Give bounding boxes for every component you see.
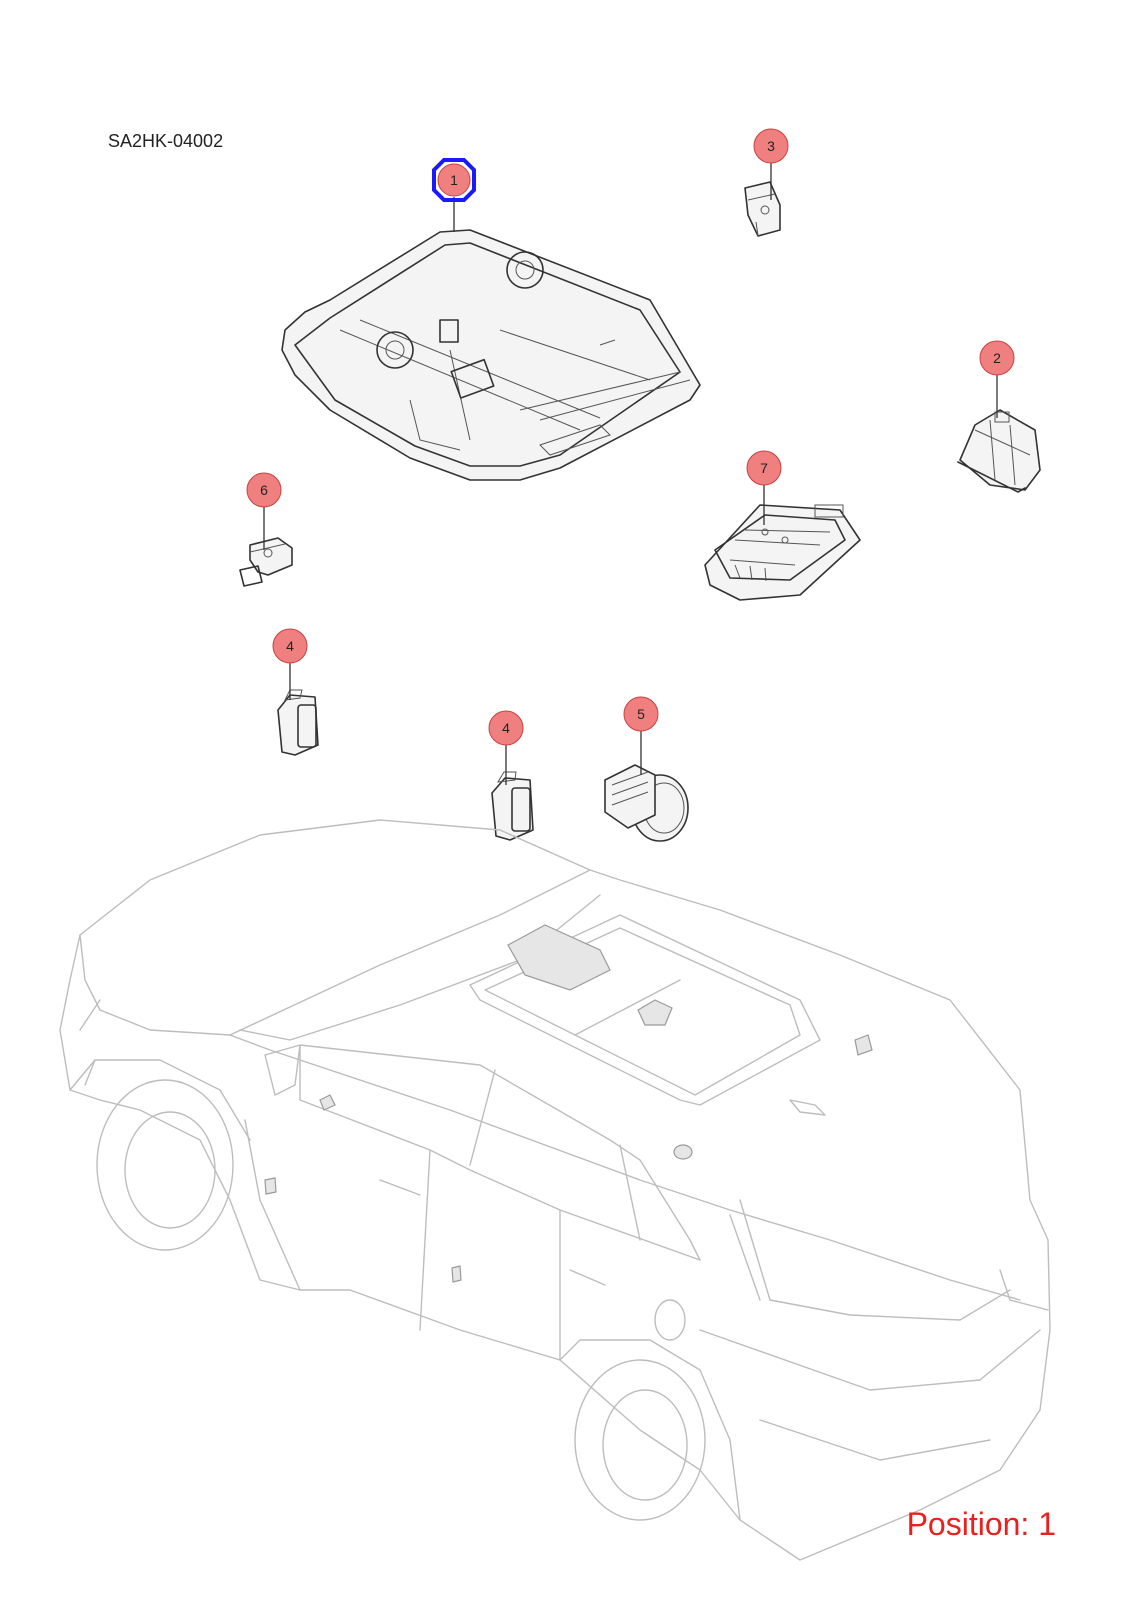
part-6-connector[interactable] <box>239 537 293 587</box>
callout-4-lower-label: 4 <box>502 720 510 736</box>
callout-3-circle <box>753 128 789 164</box>
part-4-lamp-upper[interactable] <box>277 689 319 756</box>
callout-2-circle <box>979 340 1015 376</box>
callout-6-circle <box>246 472 282 508</box>
callout-3-label: 3 <box>767 138 775 154</box>
callout-1-circle <box>437 163 471 197</box>
callout-3[interactable]: 3 <box>753 128 789 164</box>
diagram-code: SA2HK-04002 <box>108 131 224 151</box>
part-3-connector[interactable] <box>744 181 781 237</box>
callout-7-label: 7 <box>760 460 768 476</box>
callout-7[interactable]: 7 <box>746 450 782 486</box>
callout-5-circle <box>623 696 659 732</box>
callout-1-label: 1 <box>450 172 458 188</box>
callout-2-label: 2 <box>993 350 1001 366</box>
callout-1[interactable]: 1 <box>432 158 476 202</box>
callout-5[interactable]: 5 <box>623 696 659 732</box>
selected-outline <box>432 158 476 202</box>
callout-4-upper[interactable]: 4 <box>272 628 308 664</box>
part-4-lamp-lower[interactable] <box>491 771 534 841</box>
callout-4-upper-label: 4 <box>286 638 294 654</box>
position-label: Position: 1 <box>906 1506 1056 1542</box>
callout-2[interactable]: 2 <box>979 340 1015 376</box>
callout-4-lower[interactable]: 4 <box>488 710 524 746</box>
callout-6[interactable]: 6 <box>246 472 282 508</box>
callout-5-label: 5 <box>637 706 645 722</box>
callout-4-lower-circle <box>488 710 524 746</box>
part-1-overhead-console[interactable] <box>281 229 701 481</box>
leader-lines <box>263 163 998 785</box>
part-2-switch-module[interactable] <box>957 409 1041 493</box>
part-5-round-switch[interactable] <box>604 764 689 842</box>
callout-7-circle <box>746 450 782 486</box>
vehicle-outline <box>59 819 1051 1561</box>
part-7-switch-panel[interactable] <box>704 504 861 601</box>
callout-6-label: 6 <box>260 482 268 498</box>
callout-4-upper-circle <box>272 628 308 664</box>
